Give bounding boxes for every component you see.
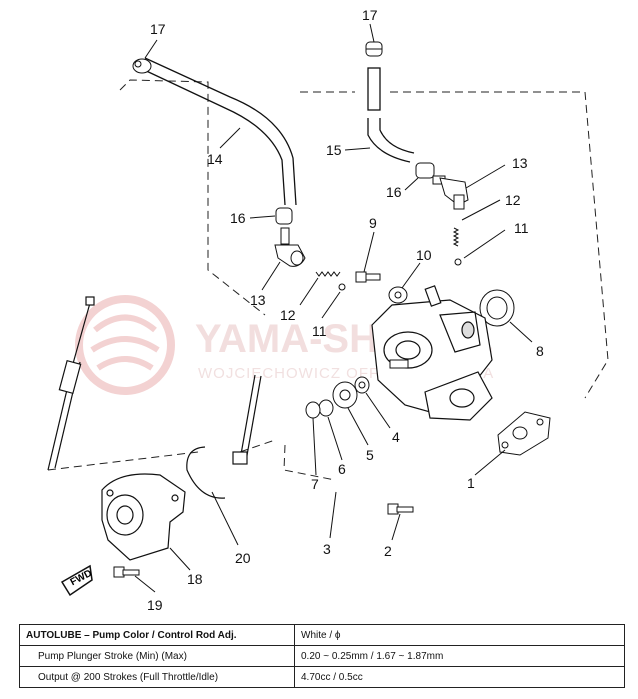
callout-18: 18 (187, 571, 203, 587)
hose-14 (139, 57, 297, 206)
callout-8: 8 (536, 343, 544, 359)
spec-value: White / ϕ (294, 624, 625, 646)
check-ball-11-right (454, 258, 462, 266)
callout-2: 2 (384, 543, 392, 559)
spring-12-right (452, 227, 460, 247)
callout-10: 10 (416, 247, 432, 263)
callout-4: 4 (392, 429, 400, 445)
callout-14: 14 (207, 151, 223, 167)
bolt-2 (387, 503, 414, 515)
callout-12-right: 12 (505, 192, 521, 208)
callout-11-right: 11 (514, 220, 529, 236)
washer-6 (318, 399, 334, 417)
washer-10 (388, 286, 408, 304)
pump-cover-18 (101, 473, 186, 561)
assembly-boundary (47, 79, 609, 481)
callout-17-left: 17 (150, 21, 166, 37)
screw-19 (113, 566, 140, 578)
hose-clamp-17-right (365, 41, 383, 57)
callout-13-left: 13 (250, 292, 266, 308)
callout-6: 6 (338, 461, 346, 477)
callout-19: 19 (147, 597, 163, 613)
spec-value: 4.70cc / 0.5cc (294, 666, 625, 688)
callout-13-right: 13 (512, 155, 528, 171)
callout-15: 15 (326, 142, 342, 158)
spec-label: AUTOLUBE – Pump Color / Control Rod Adj. (19, 624, 295, 646)
bolt-9 (355, 271, 381, 283)
watermark-logo-icon (75, 295, 175, 395)
callout-12-left: 12 (280, 307, 296, 323)
callout-17-right: 17 (362, 7, 378, 23)
spec-row-output: Output @ 200 Strokes (Full Throttle/Idle… (19, 666, 625, 688)
spec-label-rest: – Pump Color / Control Rod Adj. (81, 629, 237, 641)
spec-value: 0.20 ~ 0.25mm / 1.67 ~ 1.87mm (294, 645, 625, 667)
callout-16-left: 16 (230, 210, 246, 226)
elbow-fitting-13-left (274, 227, 306, 267)
callout-9: 9 (369, 215, 377, 231)
hose-15 (367, 67, 415, 163)
callout-1: 1 (467, 475, 475, 491)
pump-shaft (389, 359, 409, 369)
gasket-1 (497, 411, 551, 456)
oil-seal-8 (479, 289, 515, 327)
spring-12-left (315, 271, 341, 277)
spec-label-head: AUTOLUBE (26, 629, 82, 641)
callout-5: 5 (366, 447, 374, 463)
hose-clamp-17-left (132, 58, 152, 74)
hose-clamp-16-left (275, 207, 293, 225)
throttle-cable (47, 296, 95, 471)
exploded-parts-diagram: YAMA-SHOP.PL WOJCIECHOWICZ OFFICIAL YAMA… (47, 7, 609, 613)
callout-11-left: 11 (312, 323, 327, 339)
spec-label: Pump Plunger Stroke (Min) (Max) (19, 645, 295, 667)
nut-7 (305, 401, 321, 419)
washer-4 (354, 376, 370, 394)
pump-cable-20 (186, 374, 262, 499)
spec-row-plunger-stroke: Pump Plunger Stroke (Min) (Max) 0.20 ~ 0… (19, 645, 625, 667)
leader-lines (134, 23, 533, 593)
elbow-fitting-13-right (432, 175, 469, 210)
pump-gear-5 (332, 381, 358, 409)
autolube-spec-table: AUTOLUBE – Pump Color / Control Rod Adj.… (19, 624, 625, 688)
hose-clamp-16-right (415, 162, 435, 179)
forward-arrow-icon: FWD (60, 564, 94, 597)
callout-16-right: 16 (386, 184, 402, 200)
spec-label: Output @ 200 Strokes (Full Throttle/Idle… (19, 666, 295, 688)
callout-3: 3 (323, 541, 331, 557)
check-ball-11-left (338, 283, 346, 291)
callout-7: 7 (311, 476, 319, 492)
pump-body (371, 285, 493, 421)
callout-numbers: 17 17 14 15 16 16 13 13 12 12 11 11 9 10… (147, 7, 544, 613)
callout-20: 20 (235, 550, 251, 566)
spec-row-pump-color: AUTOLUBE – Pump Color / Control Rod Adj.… (19, 624, 625, 646)
